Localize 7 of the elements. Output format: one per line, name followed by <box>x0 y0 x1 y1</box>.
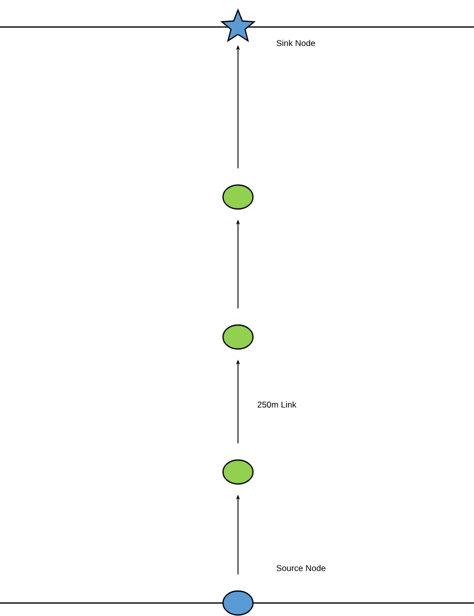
circle-node <box>222 324 254 350</box>
circle-node <box>222 590 254 616</box>
node-caption: Sink Node <box>276 40 316 46</box>
circle-node <box>222 459 254 485</box>
node-caption: Source Node <box>276 564 326 572</box>
edge-label: 250m Link <box>256 400 298 409</box>
circle-node <box>222 184 254 210</box>
